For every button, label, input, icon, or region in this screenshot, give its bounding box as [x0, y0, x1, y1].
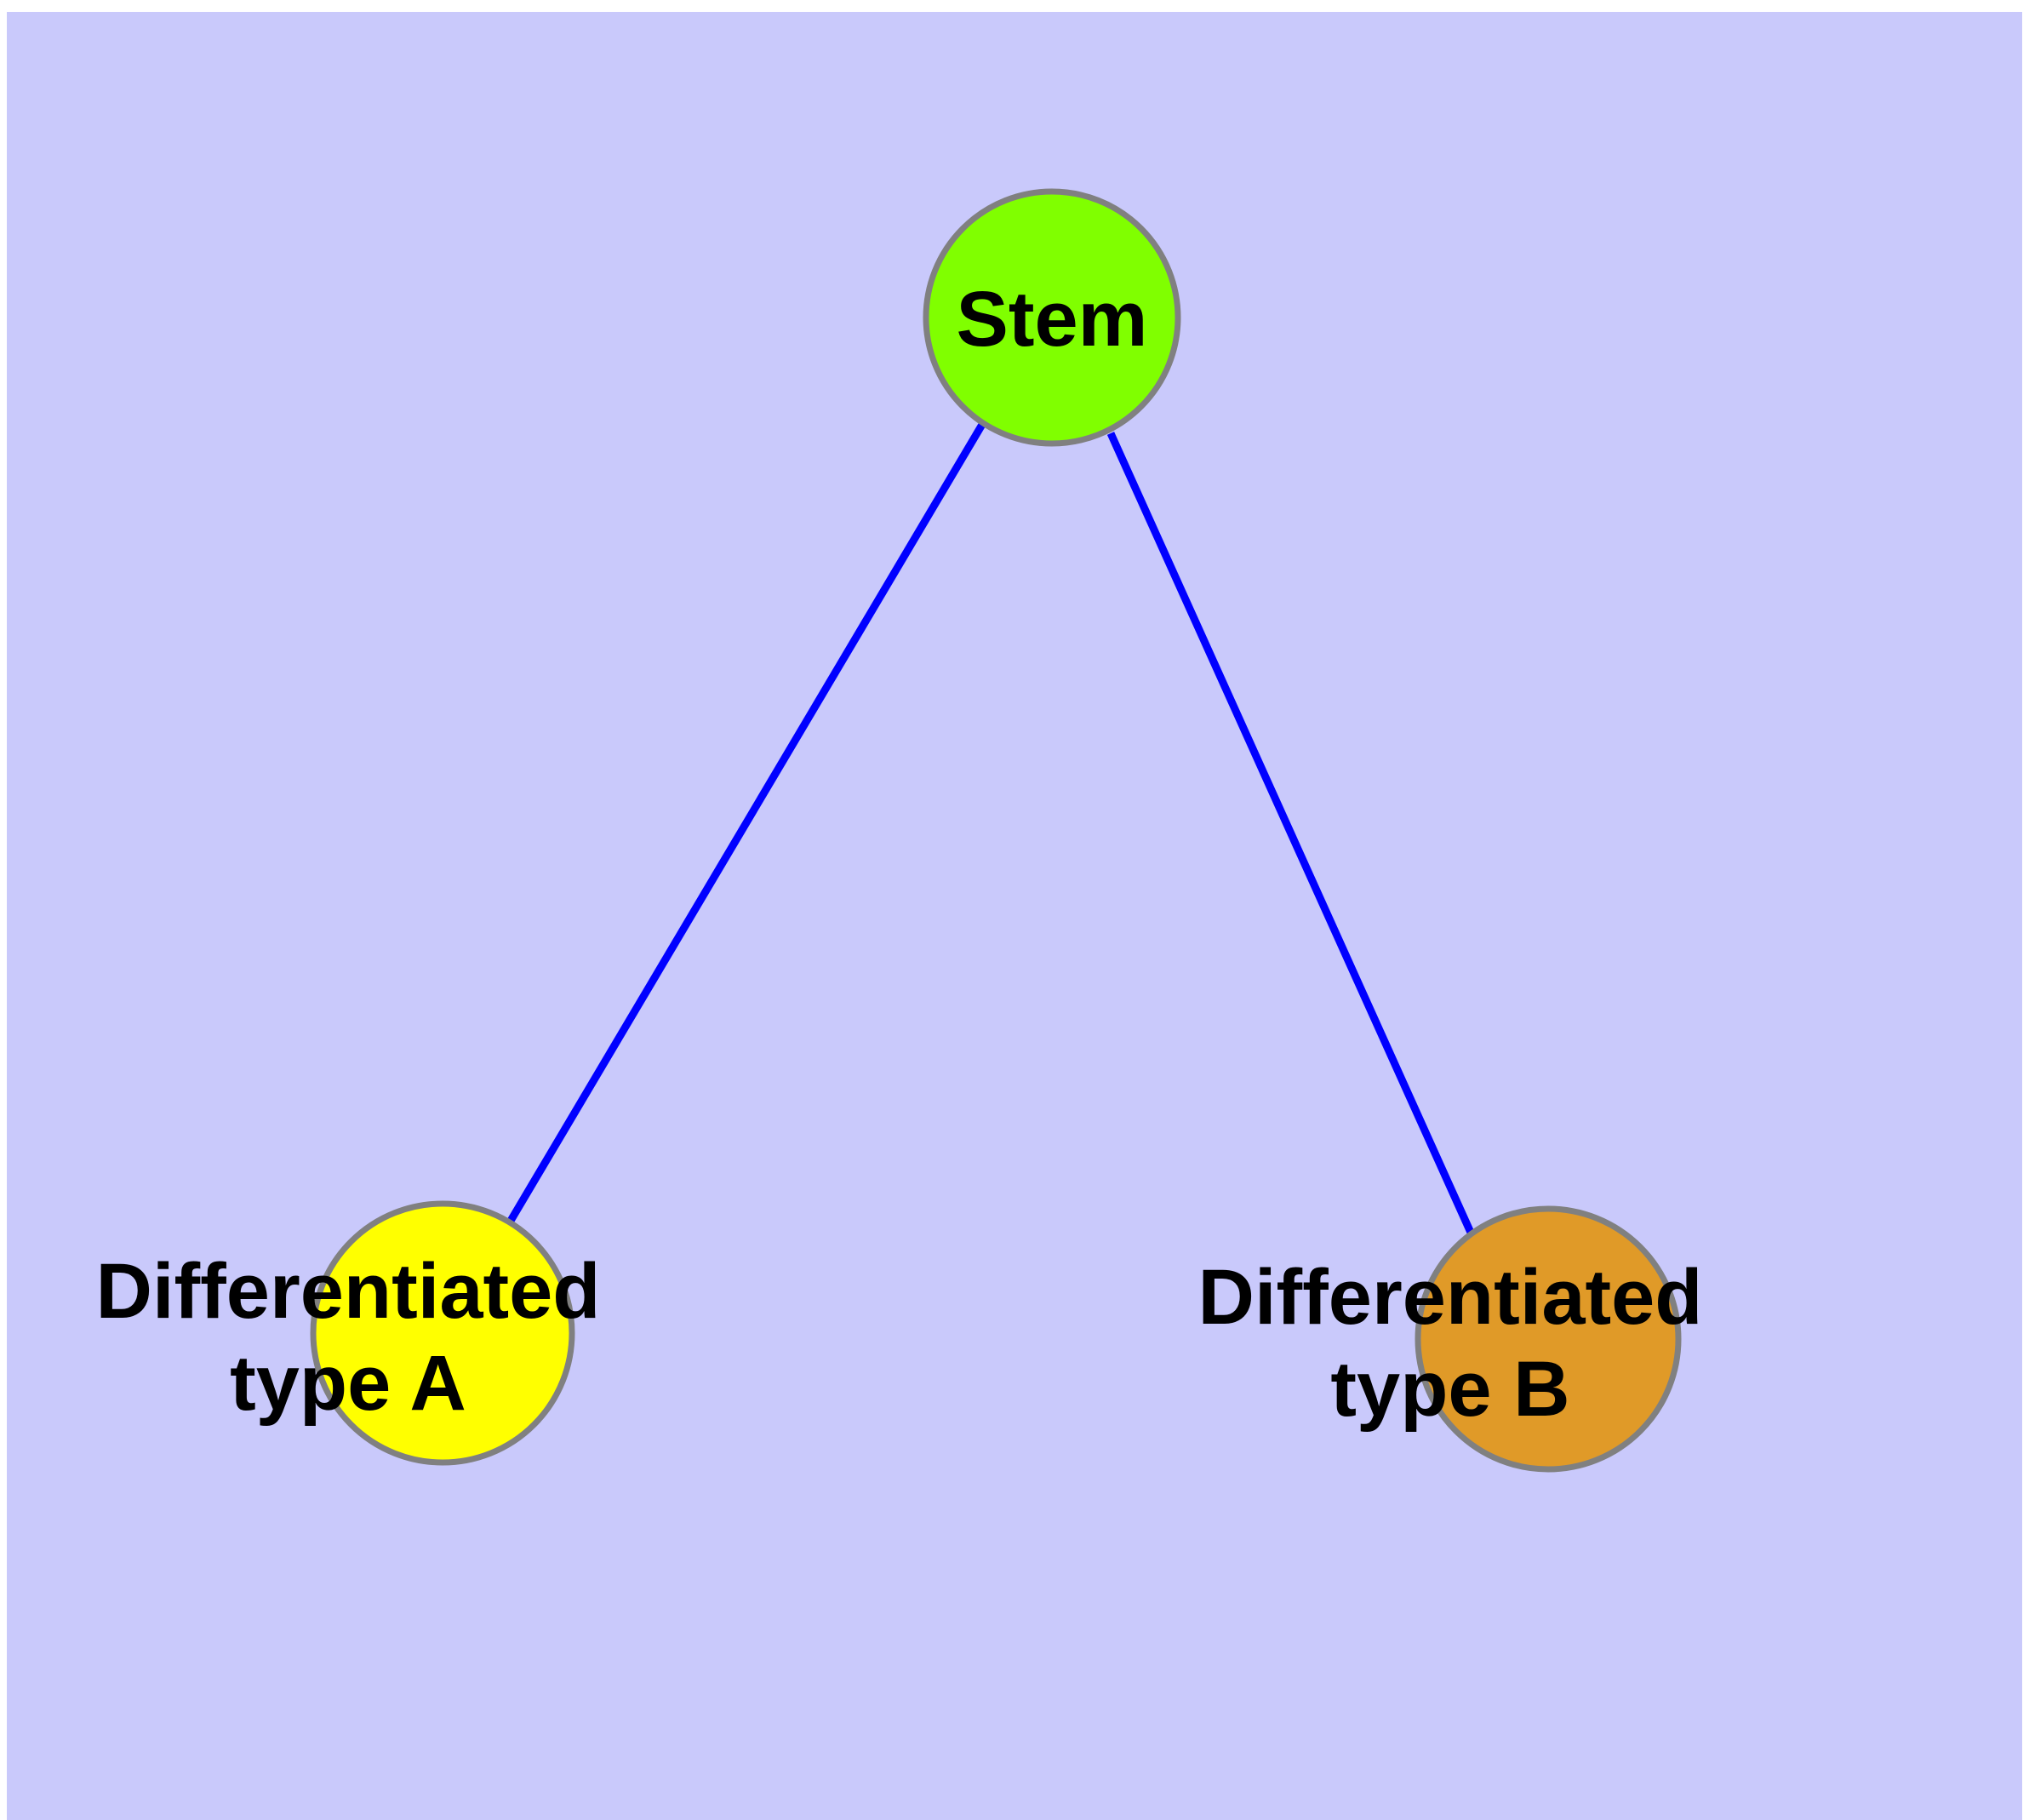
node-circle-stem[interactable]: [923, 188, 1181, 447]
node-label-line: Stem: [957, 276, 1148, 363]
edge-stem-diff_a[interactable]: [507, 421, 986, 1223]
edge-layer: [507, 421, 1476, 1236]
node-label-line: type A: [230, 1340, 466, 1427]
node-label-line: Differentiated: [96, 1248, 601, 1335]
edge-stem-diff_b[interactable]: [1106, 432, 1476, 1236]
node-label-line: Differentiated: [1198, 1254, 1703, 1341]
node-label-line: type B: [1330, 1346, 1569, 1433]
node-circle-diff_a[interactable]: [310, 1200, 575, 1466]
node-stem[interactable]: Stem: [923, 188, 1181, 447]
node-circle-diff_b[interactable]: [1415, 1205, 1682, 1473]
node-label-stem: Stem: [957, 276, 1148, 363]
